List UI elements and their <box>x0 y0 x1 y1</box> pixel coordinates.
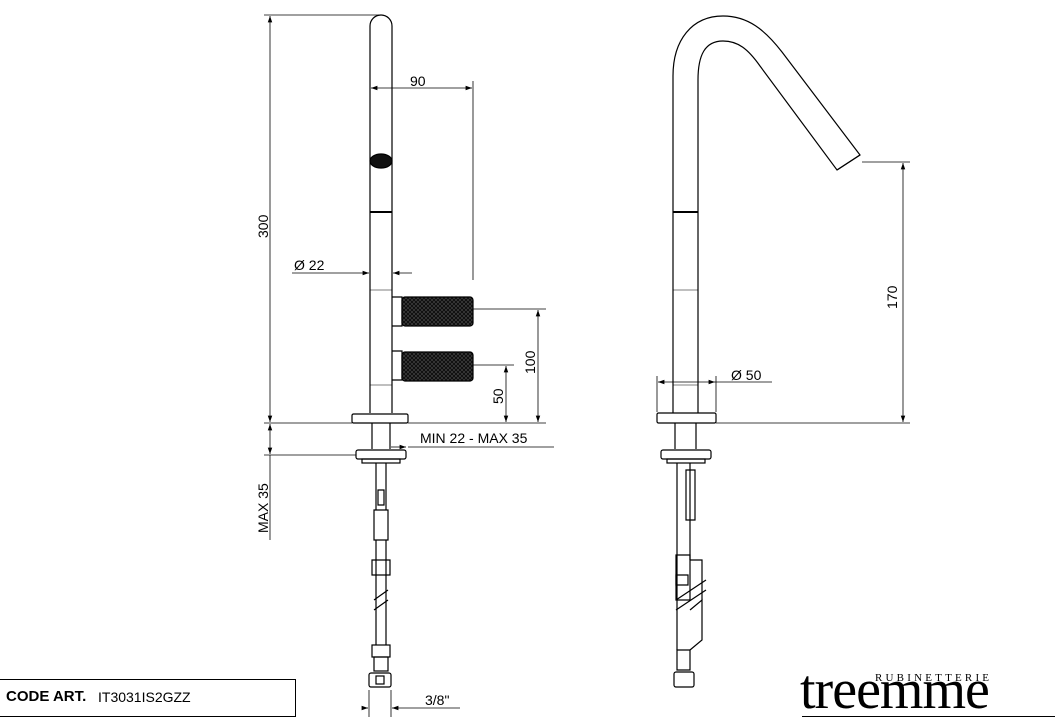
brand-subtitle: RUBINETTERIE <box>875 672 993 684</box>
dim-total-height: 300 <box>255 214 271 238</box>
title-block <box>0 679 296 717</box>
lower-lever <box>401 351 474 382</box>
sensor-icon <box>369 153 393 169</box>
front-body <box>369 14 393 413</box>
dim-lever-lower: 50 <box>490 388 506 404</box>
dim-base-diameter: Ø 50 <box>731 367 762 383</box>
code-label: CODE ART. <box>6 688 87 705</box>
front-flange <box>351 413 409 424</box>
brand-logo: treemme <box>800 659 990 721</box>
upper-lever <box>401 296 474 327</box>
dim-body-diameter: Ø 22 <box>294 257 325 273</box>
front-dimensions <box>264 14 554 717</box>
front-view <box>351 14 474 688</box>
side-view <box>656 15 861 688</box>
side-dimensions <box>656 161 910 424</box>
code-value: IT3031IS2GZZ <box>98 689 191 705</box>
brand-underline <box>802 716 1055 717</box>
side-spout <box>672 15 861 413</box>
side-base-ring <box>656 412 717 424</box>
front-nut <box>355 449 407 460</box>
dim-under-deck: MAX 35 <box>255 483 271 533</box>
front-connector <box>368 672 392 688</box>
dim-deck-thickness: MIN 22 - MAX 35 <box>420 430 528 446</box>
dim-outlet-height: 170 <box>884 285 900 309</box>
dim-spout-reach: 90 <box>410 73 426 89</box>
dim-lever-upper: 100 <box>522 350 538 374</box>
dim-connection: 3/8" <box>425 692 449 708</box>
side-connector <box>673 671 695 688</box>
side-nut <box>660 449 712 460</box>
